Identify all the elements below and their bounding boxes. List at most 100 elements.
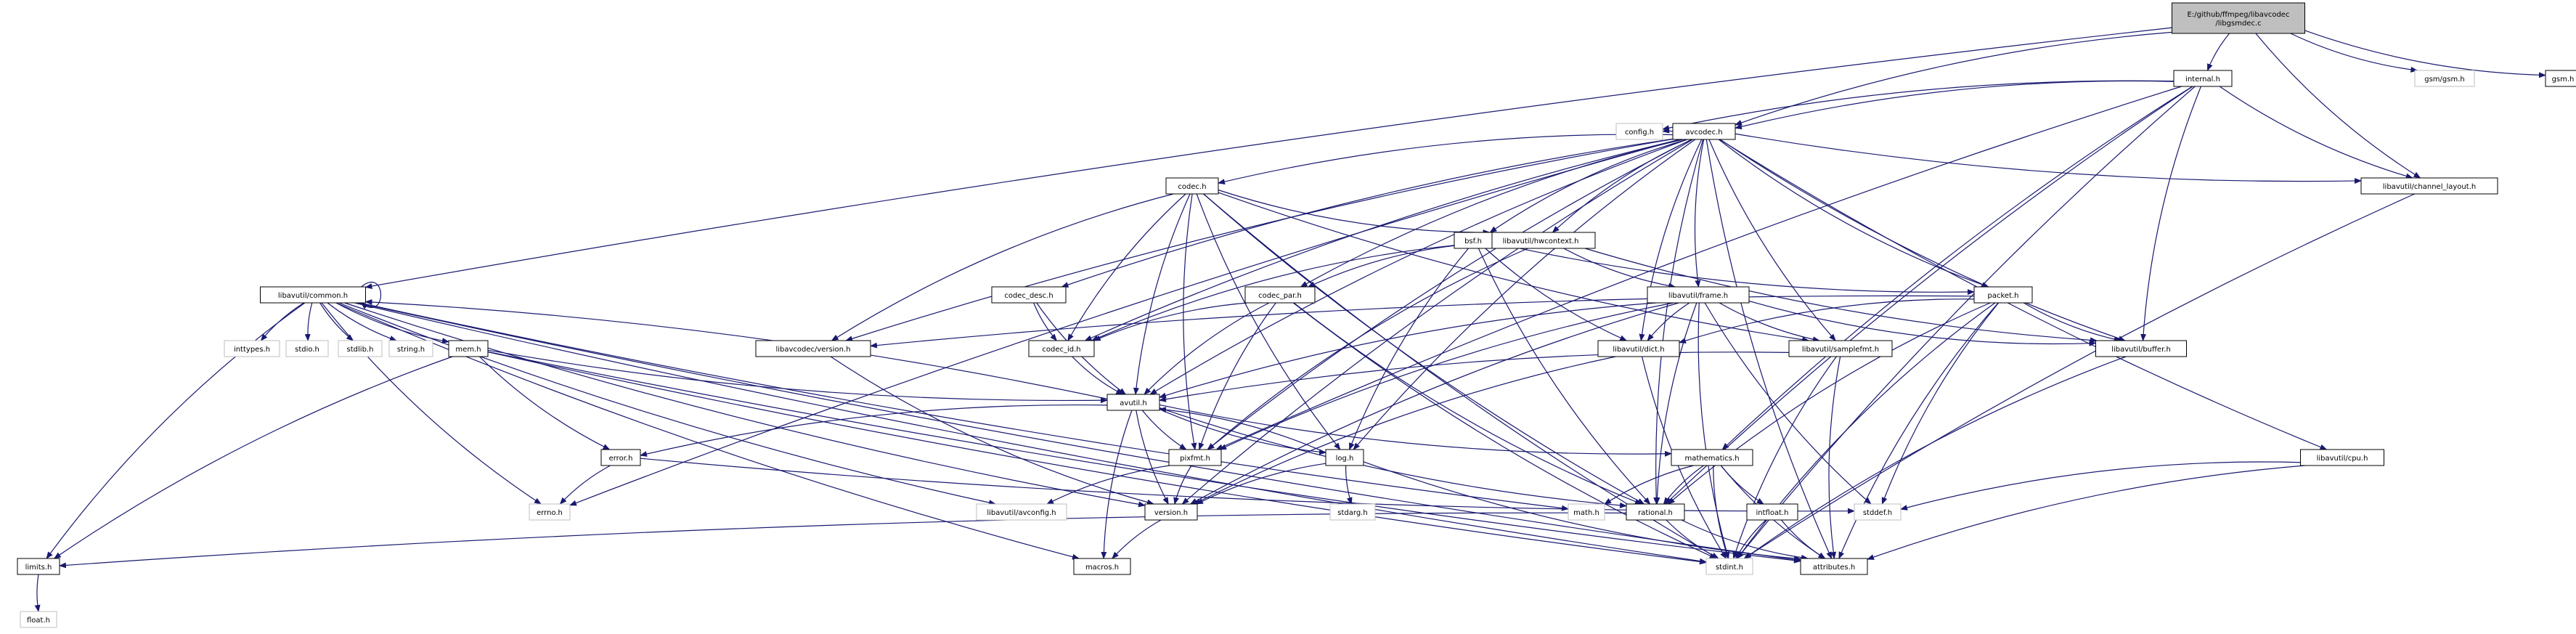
- edge-hwcontext-to-buffer: [1584, 248, 2098, 344]
- edge-common-to-math: [359, 302, 1569, 511]
- node-label: stdlib.h: [347, 346, 374, 354]
- edge-common-to-stdlib: [319, 302, 354, 341]
- node-label: internal.h: [2185, 76, 2220, 84]
- node-intfloat[interactable]: intfloat.h: [1746, 503, 1798, 521]
- node-label: libavutil/samplefmt.h: [1802, 346, 1879, 354]
- node-label: codec_desc.h: [1004, 292, 1053, 300]
- node-stdarg: stdarg.h: [1329, 503, 1376, 521]
- node-label: math.h: [1573, 509, 1599, 517]
- node-box: [1800, 558, 1868, 575]
- node-avutil[interactable]: avutil.h: [1106, 394, 1160, 411]
- node-limits[interactable]: limits.h: [17, 558, 60, 575]
- edge-lavc_version-to-version: [830, 356, 1154, 505]
- edge-codec-to-pixfmt: [1183, 193, 1197, 450]
- node-log[interactable]: log.h: [1325, 449, 1364, 466]
- edge-common-to-stdio: [304, 302, 313, 341]
- edge-common-to-stdint: [354, 302, 1707, 564]
- node-error[interactable]: error.h: [600, 449, 641, 466]
- node-stdint: stdint.h: [1705, 558, 1753, 575]
- node-box: [1028, 340, 1095, 357]
- edge-log-to-avutil: [1159, 407, 1326, 453]
- edge-avutil-to-mathematics: [1159, 404, 1672, 457]
- edge-samplefmt-to-attributes: [1828, 356, 1841, 559]
- node-lavc_version[interactable]: libavcodec/version.h: [755, 340, 871, 357]
- node-box: [1788, 340, 1893, 357]
- node-stdio: stdio.h: [285, 340, 329, 357]
- edge-packet-to-rational: [1667, 302, 1991, 505]
- node-root[interactable]: E:/github/ffmpeg/libavcodec/libgsmdec.c: [2172, 2, 2305, 34]
- node-string: string.h: [388, 340, 433, 357]
- node-label: libavutil/dict.h: [1613, 346, 1664, 354]
- node-common[interactable]: libavutil/common.h: [260, 286, 366, 304]
- edge-avcodec-to-rational: [1653, 139, 1704, 505]
- edge-internal-to-channel_layout: [2219, 86, 2413, 179]
- node-box: [1144, 503, 1198, 521]
- edge-internal-to-avcodec: [1735, 80, 2174, 130]
- node-cpu[interactable]: libavutil/cpu.h: [2300, 449, 2384, 466]
- edge-root-to-gsm: [2304, 30, 2546, 78]
- node-label: libavutil/cpu.h: [2317, 455, 2368, 463]
- node-avcodec[interactable]: avcodec.h: [1672, 123, 1736, 140]
- node-label: stdint.h: [1716, 564, 1743, 572]
- node-attributes[interactable]: attributes.h: [1800, 558, 1868, 575]
- node-label: E:/github/ffmpeg/libavcodec: [2188, 11, 2290, 19]
- node-box: [1329, 503, 1376, 521]
- node-dict[interactable]: libavutil/dict.h: [1597, 340, 1680, 357]
- edge-avutil-to-log: [1159, 408, 1326, 455]
- node-samplefmt[interactable]: libavutil/samplefmt.h: [1788, 340, 1893, 357]
- edge-error-to-errno: [559, 465, 611, 505]
- node-label: stddef.h: [1863, 509, 1892, 517]
- node-codec[interactable]: codec.h: [1165, 177, 1219, 195]
- edge-frame-to-samplefmt: [1719, 302, 1820, 343]
- node-mathematics[interactable]: mathematics.h: [1671, 449, 1753, 466]
- node-buffer[interactable]: libavutil/buffer.h: [2095, 340, 2187, 357]
- edge-buffer-to-stdint: [1743, 356, 2127, 559]
- node-mem[interactable]: mem.h: [448, 340, 489, 357]
- edge-codec-to-samplefmt: [1218, 192, 1810, 343]
- node-macros[interactable]: macros.h: [1073, 558, 1131, 575]
- edge-mathematics-to-stdint: [1713, 465, 1729, 559]
- edge-avutil-to-common: [364, 298, 1108, 399]
- node-box: [976, 503, 1067, 521]
- node-label: libavutil/buffer.h: [2111, 346, 2171, 354]
- node-internal[interactable]: internal.h: [2173, 70, 2233, 87]
- node-box: [1854, 503, 1902, 521]
- node-config: config.h: [1615, 123, 1663, 140]
- edge-mathematics-to-math: [1604, 465, 1694, 505]
- node-channel_layout[interactable]: libavutil/channel_layout.h: [2360, 177, 2498, 195]
- node-label: rational.h: [1638, 509, 1673, 517]
- edge-avcodec-to-lavc_version: [845, 138, 1674, 342]
- node-rational[interactable]: rational.h: [1626, 503, 1685, 521]
- edge-avcodec-to-dict: [1639, 139, 1703, 341]
- node-version[interactable]: version.h: [1144, 503, 1198, 521]
- node-box: [2360, 177, 2498, 195]
- edge-avutil-to-pixfmt: [1141, 410, 1187, 450]
- node-bsf[interactable]: bsf.h: [1454, 232, 1493, 249]
- node-label: mathematics.h: [1684, 455, 1739, 463]
- node-box: [2545, 70, 2576, 87]
- edge-frame-to-stdint: [1697, 302, 1730, 559]
- node-codec_desc[interactable]: codec_desc.h: [991, 286, 1067, 304]
- edge-hwcontext-to-pixfmt: [1207, 248, 1528, 450]
- edge-avutil-to-macros: [1101, 410, 1133, 559]
- edge-codec_par-to-avutil: [1144, 302, 1270, 395]
- edge-packet-to-attributes: [1838, 302, 1999, 559]
- node-label: version.h: [1154, 509, 1188, 517]
- node-codec_id[interactable]: codec_id.h: [1028, 340, 1095, 357]
- edge-common-to-version: [344, 302, 1146, 508]
- node-box: [529, 503, 571, 521]
- node-hwcontext[interactable]: libavutil/hwcontext.h: [1485, 232, 1596, 249]
- node-pixfmt[interactable]: pixfmt.h: [1168, 449, 1222, 466]
- node-gsm[interactable]: gsm.h: [2545, 70, 2576, 87]
- node-codec_par[interactable]: codec_par.h: [1244, 286, 1316, 304]
- node-label: pixfmt.h: [1180, 455, 1210, 463]
- node-label: string.h: [397, 346, 425, 354]
- edge-codec_id-to-avutil: [1072, 356, 1124, 395]
- edge-root-to-channel_layout: [2255, 33, 2421, 179]
- node-label: codec_par.h: [1258, 292, 1302, 300]
- node-frame[interactable]: libavutil/frame.h: [1647, 286, 1750, 304]
- edge-layer: [34, 27, 2546, 612]
- edge-log-to-stdarg: [1345, 465, 1353, 505]
- edge-samplefmt-to-avutil: [1159, 351, 1790, 402]
- node-packet[interactable]: packet.h: [1973, 286, 2033, 304]
